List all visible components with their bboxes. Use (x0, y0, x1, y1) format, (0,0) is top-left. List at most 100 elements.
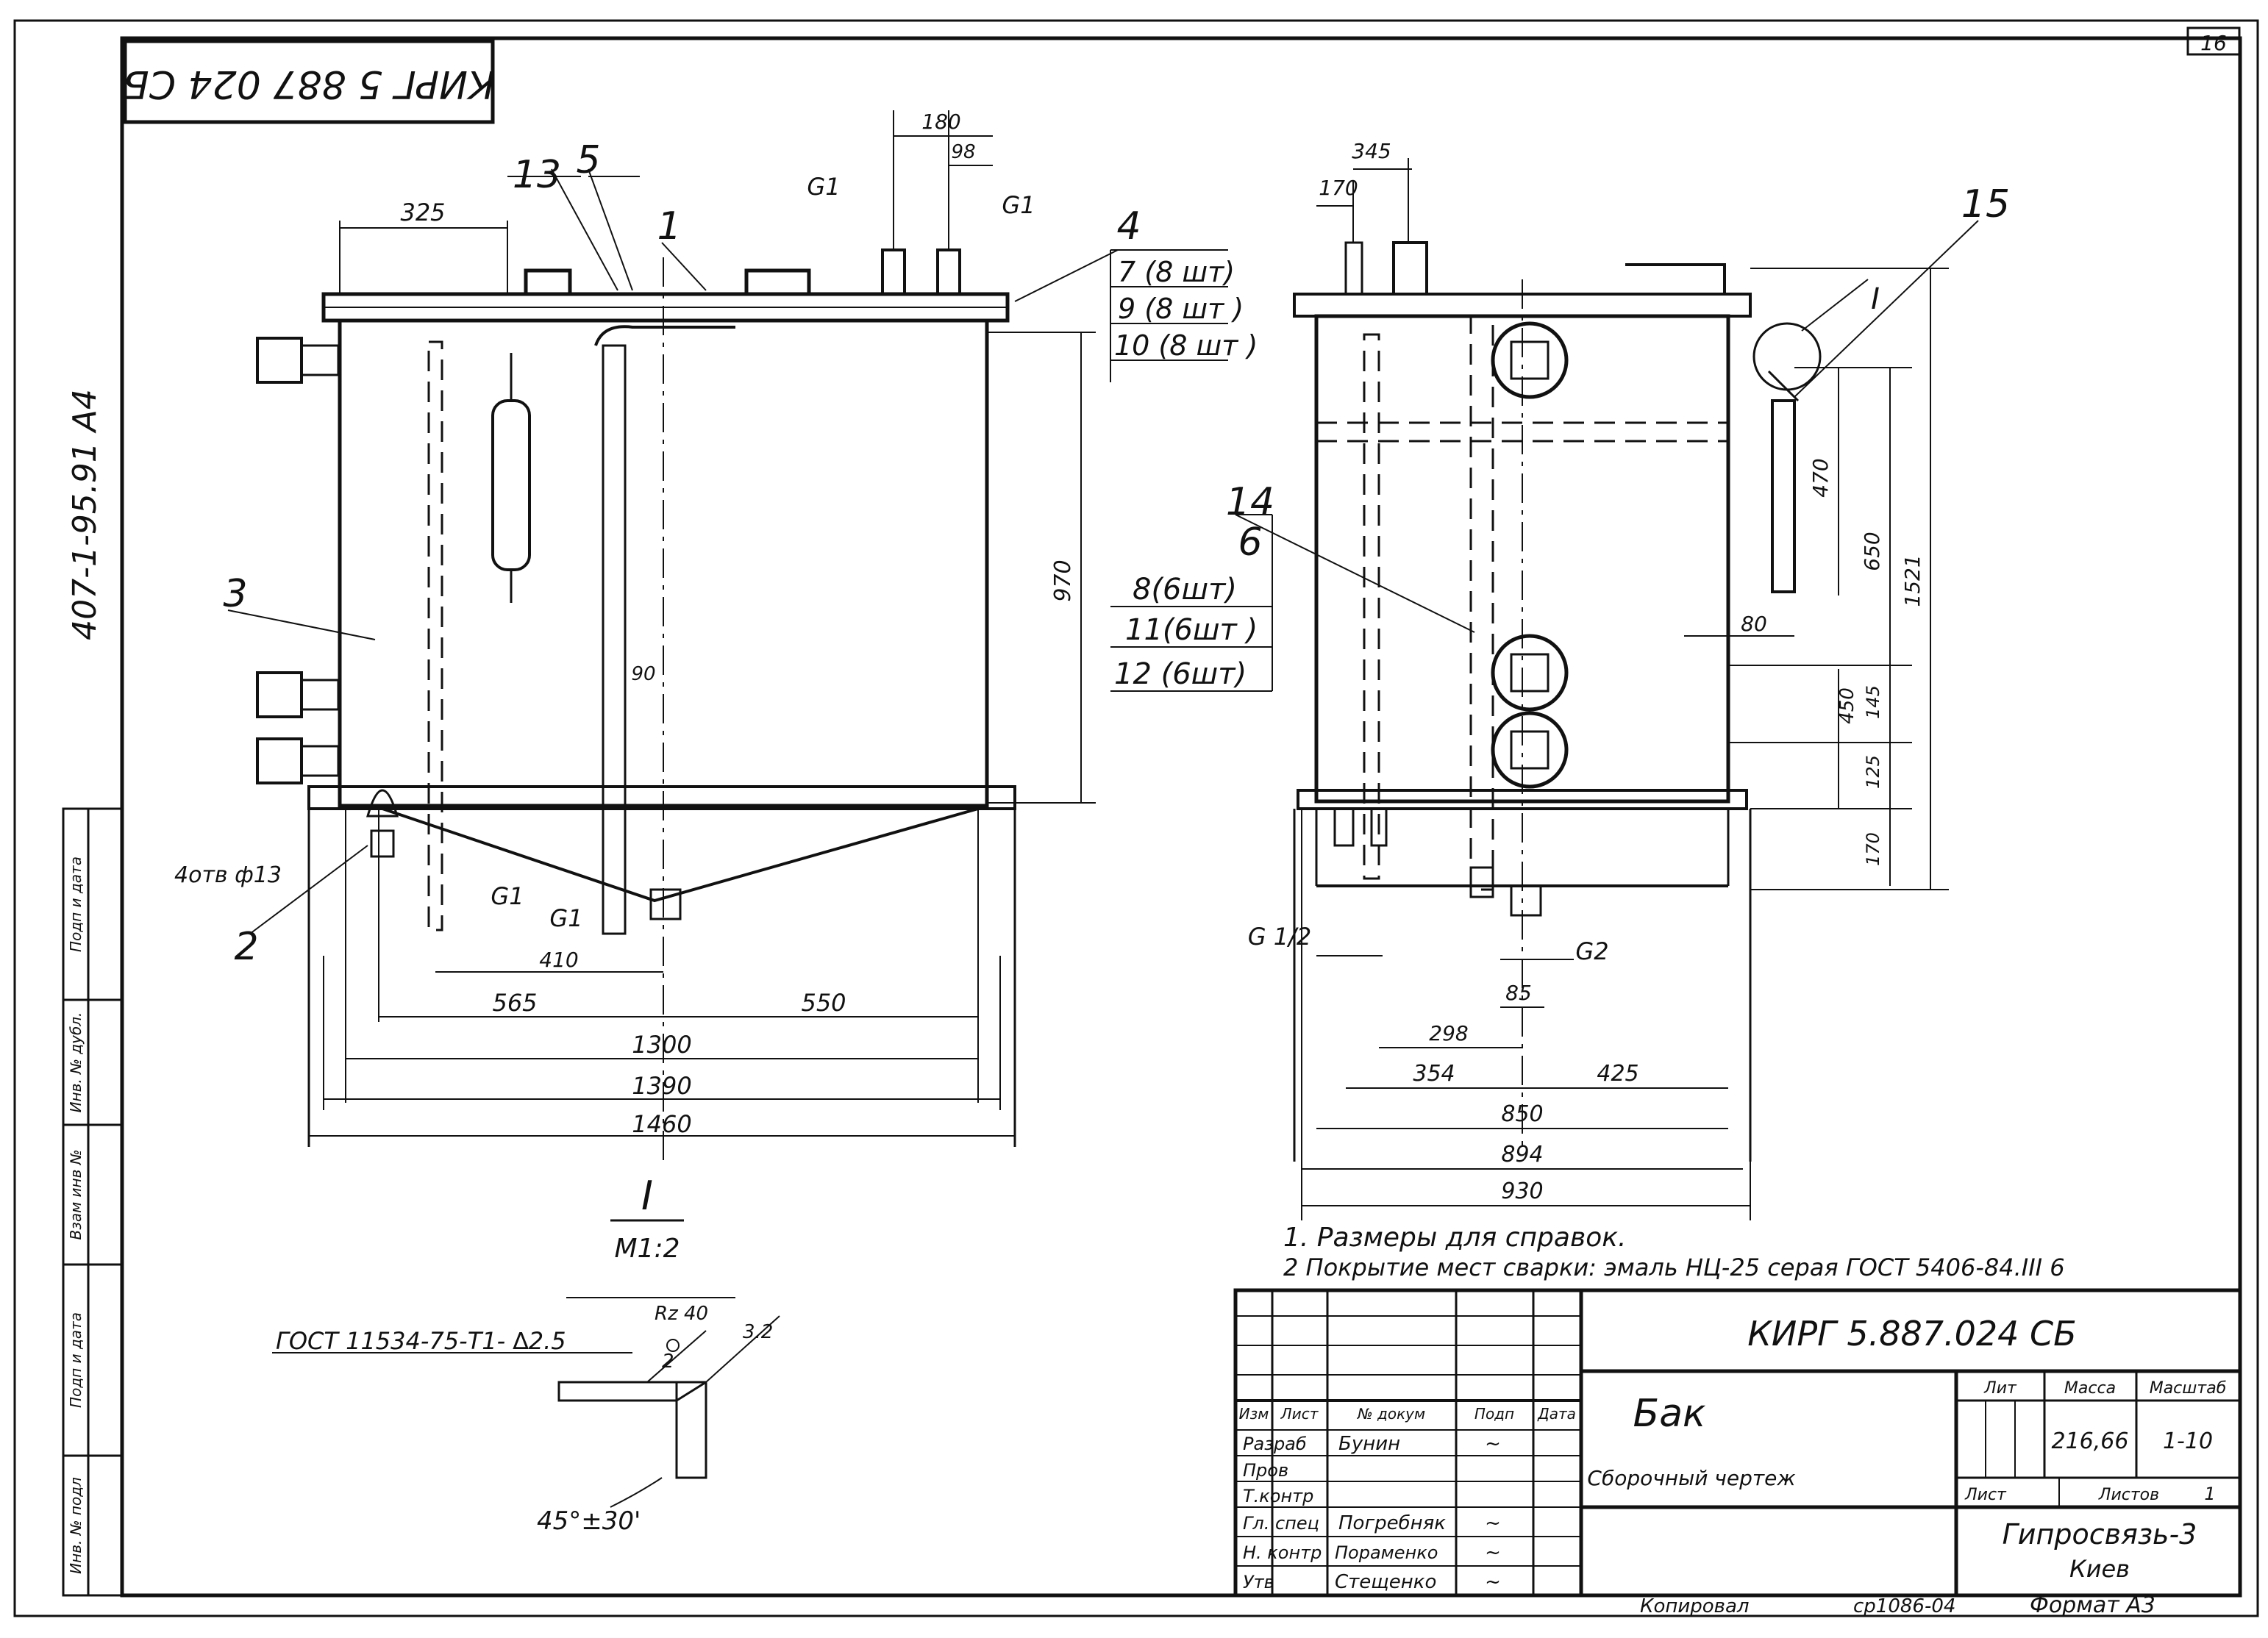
drawing-label: 850 (1501, 1101, 1543, 1127)
drawing-label: Утв (1243, 1572, 1274, 1592)
drawing-label: 7 (8 шт) (1118, 256, 1235, 288)
drawing-label: 3 (223, 572, 247, 616)
drawing-label: Пораменко (1335, 1542, 1438, 1563)
outer-frame (13, 19, 2259, 1617)
drawing-label: G1 (549, 904, 582, 932)
drawing-label: Дата (1537, 1405, 1576, 1423)
drawing-label: Инв. № подл (67, 1477, 85, 1574)
drawing-label: ~ (1485, 1512, 1501, 1534)
drawing-label: G 1/2 (1248, 923, 1311, 951)
drawing-label: G2 (1575, 937, 1608, 965)
drawing-label: Разраб (1243, 1434, 1307, 1454)
drawing-label: 170 (1863, 832, 1883, 866)
drawing-label: 650 (1860, 532, 1884, 571)
side-code: 407-1-95.91 А4 (66, 389, 104, 640)
drawing-label: 170 (1319, 176, 1358, 200)
drawing-label: Инв. № дубл. (67, 1012, 85, 1113)
drawing-label: Копировал (1640, 1595, 1750, 1617)
drawing-label: 8(6шт) (1133, 573, 1237, 607)
drawing-label: 13 (513, 153, 561, 197)
drawing-label: Масштаб (2150, 1379, 2227, 1398)
left-strip: Инв. № подл Подп и дата Взам инв № Инв. … (62, 807, 124, 1597)
drawing-label: 450 (1836, 687, 1858, 724)
drawing-label: 1390 (632, 1072, 691, 1100)
designation: КИРГ 5.887.024 СБ (1747, 1314, 2076, 1353)
drawing-label: G1 (807, 173, 840, 201)
drawing-label: 1460 (632, 1110, 691, 1138)
drawing-label: Бунин (1338, 1433, 1400, 1455)
drawing-label: Лист (1280, 1405, 1319, 1423)
drawing-label: 470 (1808, 458, 1833, 497)
drawing-label: Изм (1239, 1405, 1269, 1423)
drawing-label: Масса (2064, 1379, 2116, 1398)
drawing-label: 11(6шт ) (1125, 613, 1258, 647)
drawing-label: Rz 40 (655, 1303, 708, 1325)
drawing-label: ~ (1485, 1542, 1501, 1564)
drawing-label: 1300 (632, 1031, 691, 1059)
drawing-label: Подп и дата (67, 1312, 85, 1408)
drawing-label: Стещенко (1335, 1571, 1436, 1593)
drawing-label: 9 (8 шт ) (1118, 293, 1244, 325)
drawing-label: ср1086-04 (1853, 1595, 1955, 1617)
drawing-label: 345 (1352, 139, 1391, 163)
scale-value: 1-10 (2163, 1428, 2213, 1454)
drawing-label: 180 (921, 110, 960, 134)
mass-value: 216,66 (2052, 1428, 2129, 1454)
drawing-label: 410 (539, 948, 578, 972)
drawing-label: Подп и дата (67, 856, 85, 952)
drawing-label: Лит (1983, 1379, 2017, 1398)
detail-weld-gost: ГОСТ 11534-75-Т1- ∆2.5 (276, 1327, 566, 1355)
side-view (1235, 158, 1979, 1220)
drawing-label: 12 (6шт) (1114, 657, 1247, 691)
drawing-label: 80 (1741, 612, 1767, 636)
drawing-label: Пров (1243, 1460, 1288, 1481)
product-name: Бак (1633, 1392, 1707, 1436)
drawing-label: 325 (400, 199, 445, 226)
drawing-label: 4отв ф13 (174, 862, 282, 888)
drawing-label: 298 (1429, 1021, 1468, 1045)
drawing-label: 425 (1597, 1061, 1638, 1087)
drawing-label: 2 (662, 1351, 674, 1373)
drawing-label: G1 (491, 882, 524, 910)
drawing-label: 98 (951, 141, 975, 163)
drawing-label: Формат А3 (2030, 1592, 2155, 1618)
drawing-label: ~ (1485, 1571, 1501, 1593)
title-block (1233, 1288, 2242, 1598)
drawing-label: Подп (1474, 1405, 1514, 1423)
drawing-label: Гл. спец (1243, 1513, 1319, 1534)
drawing-label: 1 (2204, 1484, 2215, 1504)
drawing-label: 930 (1501, 1179, 1543, 1204)
drawing-label: G1 (1002, 191, 1035, 219)
drawing-label: 45°±30' (537, 1506, 641, 1536)
drawing-label: 15 (1961, 182, 2010, 226)
note-2: 2 Покрытие мест сварки: эмаль НЦ-25 сера… (1283, 1253, 2065, 1281)
detail-label: I (641, 1173, 653, 1219)
drawing-label: Т.контр (1243, 1486, 1313, 1506)
drawing-label: 2 (234, 925, 258, 969)
drawing-label: 970 (1050, 559, 1076, 601)
sheet-number: 16 (2200, 31, 2227, 55)
drawing-label: 1 (657, 204, 681, 248)
drawing-label: 354 (1413, 1061, 1455, 1087)
front-view (227, 110, 1228, 1162)
drawing-label: Лист (1964, 1486, 2007, 1504)
drawing-label: 3.2 (743, 1321, 773, 1343)
drawing-label: 5 (576, 138, 600, 182)
drawing-label: 894 (1501, 1142, 1543, 1167)
drawing-label: 1521 (1900, 554, 1925, 607)
drawing-label: Листов (2098, 1486, 2159, 1504)
drawing-label: ~ (1485, 1433, 1501, 1455)
drawing-label: 550 (801, 989, 846, 1017)
drawing-label: 6 (1238, 521, 1262, 565)
stamp-code: КИРГ 5 887 024 СБ (123, 62, 495, 106)
org-city: Киев (2069, 1555, 2130, 1583)
drawing-label: 125 (1863, 755, 1883, 789)
drawing-label: Н. контр (1243, 1542, 1322, 1563)
drawing-label: 10 (8 шт ) (1114, 329, 1258, 362)
org-name: Гипросвязь-3 (2003, 1518, 2197, 1551)
drawing-label: 4 (1116, 204, 1141, 248)
note-1: 1. Размеры для справок. (1283, 1223, 1626, 1253)
detail-view (272, 1219, 780, 1508)
doc-type: Сборочный чертеж (1587, 1466, 1795, 1490)
drawing-label: 85 (1505, 981, 1532, 1005)
